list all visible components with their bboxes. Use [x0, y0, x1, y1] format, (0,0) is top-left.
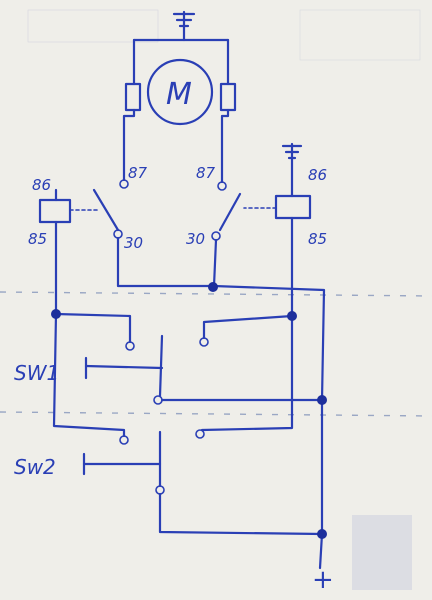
- sw2-contact-left: [119, 435, 129, 445]
- wire-to-right-87: [220, 108, 230, 184]
- switch-2-label: Sw2: [14, 455, 56, 479]
- sw1-plunger: [84, 364, 164, 370]
- sw1-contact-right: [199, 337, 209, 347]
- relay-left: 87 86 85 30: [28, 164, 214, 316]
- switch-1-label: SW1: [14, 361, 59, 385]
- label-85-right: 85: [308, 230, 327, 248]
- label-85-left: 85: [28, 230, 47, 248]
- label-30-left: 30: [124, 234, 143, 252]
- stamp-logo: [352, 515, 412, 590]
- motor-icon: [146, 58, 214, 126]
- wire-to-left-87: [122, 108, 136, 182]
- junction-dot-supply: [317, 529, 327, 539]
- motor-group: M: [122, 10, 237, 184]
- relay-contact-blade-right: [218, 192, 242, 232]
- label-87-right: 87: [196, 164, 216, 182]
- junction-dot-sw1-bus: [317, 395, 327, 405]
- terminal-87-right: [217, 181, 227, 191]
- junction-dot-common: [208, 282, 218, 292]
- motor-label: M: [166, 77, 192, 112]
- switch-1: SW1: [14, 312, 324, 405]
- label-86-left: 86: [32, 176, 51, 194]
- junction-dot-right-coil: [287, 311, 297, 321]
- label-30-right: 30: [186, 230, 205, 248]
- sw1-contact-left: [125, 341, 135, 351]
- wire-left-to-sw2: [52, 312, 126, 438]
- sw2-contact-right: [195, 429, 205, 439]
- wire-30-right-to-node: [212, 238, 218, 288]
- terminal-87-left: [119, 179, 129, 189]
- wire-30-left-to-node: [116, 236, 214, 288]
- junction-dot-left-coil: [51, 309, 61, 319]
- supply-plus-label: +: [312, 565, 334, 595]
- ground-icon: [281, 144, 303, 160]
- relay-right: 87 86 85 30: [186, 142, 327, 402]
- ground-icon: [172, 12, 196, 28]
- letterhead-watermark: [27, 9, 421, 590]
- wire-sw2-to-supply: [158, 492, 324, 536]
- switch-2: Sw2: [14, 312, 324, 536]
- wire-right-to-sw2: [200, 314, 294, 432]
- label-86-right: 86: [308, 166, 327, 184]
- relay-contact-blade-left: [92, 188, 120, 232]
- wire-left-coil-to-sw1: [54, 312, 132, 344]
- label-87-left: 87: [128, 164, 148, 182]
- sw1-blade: [158, 334, 164, 398]
- wire-right-coil-to-sw1: [202, 314, 294, 340]
- wire-node-to-right-bus: [212, 284, 326, 402]
